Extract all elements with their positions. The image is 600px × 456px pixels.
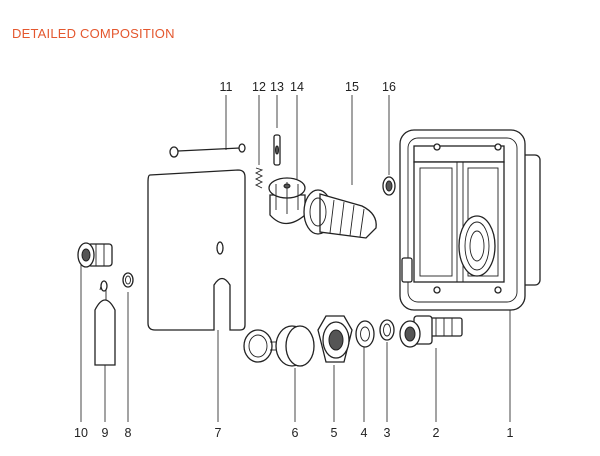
callout-15: 15 xyxy=(345,80,359,94)
callout-1: 1 xyxy=(507,426,514,440)
callouts-top: 11 12 13 14 15 16 xyxy=(220,80,396,94)
part-9-lock-clip xyxy=(94,280,116,366)
part-7-cover-door xyxy=(147,169,246,331)
leader-lines-bottom xyxy=(80,265,511,422)
callout-2: 2 xyxy=(433,426,440,440)
part-16-small-nut xyxy=(382,176,396,196)
callout-5: 5 xyxy=(331,426,338,440)
callout-13: 13 xyxy=(270,80,284,94)
part-8-ring xyxy=(122,272,134,288)
part-2-connector xyxy=(399,315,463,348)
callout-11: 11 xyxy=(220,80,233,94)
callout-16: 16 xyxy=(382,80,396,94)
part-11-pin xyxy=(169,143,246,158)
part-10-lock-cylinder xyxy=(77,242,113,268)
callout-10: 10 xyxy=(74,426,88,440)
callout-7: 7 xyxy=(215,426,222,440)
part-15-hose-inlet xyxy=(303,189,377,239)
part-3-ring xyxy=(379,319,395,341)
part-6-cap-strap xyxy=(243,325,315,367)
part-13-plunger xyxy=(273,134,281,166)
part-1-housing xyxy=(399,129,541,311)
callout-9: 9 xyxy=(102,426,109,440)
callout-6: 6 xyxy=(292,426,299,440)
diagram-title: DETAILED COMPOSITION xyxy=(12,26,175,41)
callout-3: 3 xyxy=(384,426,391,440)
part-12-spring xyxy=(254,167,264,189)
callout-8: 8 xyxy=(125,426,132,440)
leader-lines-top xyxy=(225,95,390,185)
callout-12: 12 xyxy=(252,80,266,94)
part-4-washer xyxy=(355,320,375,348)
callouts-bottom: 10 9 8 7 6 5 4 3 2 1 xyxy=(74,426,513,440)
callout-14: 14 xyxy=(290,80,304,94)
part-5-hex-nut xyxy=(317,315,353,363)
part-14-knob-cap xyxy=(268,177,306,225)
callout-4: 4 xyxy=(361,426,368,440)
